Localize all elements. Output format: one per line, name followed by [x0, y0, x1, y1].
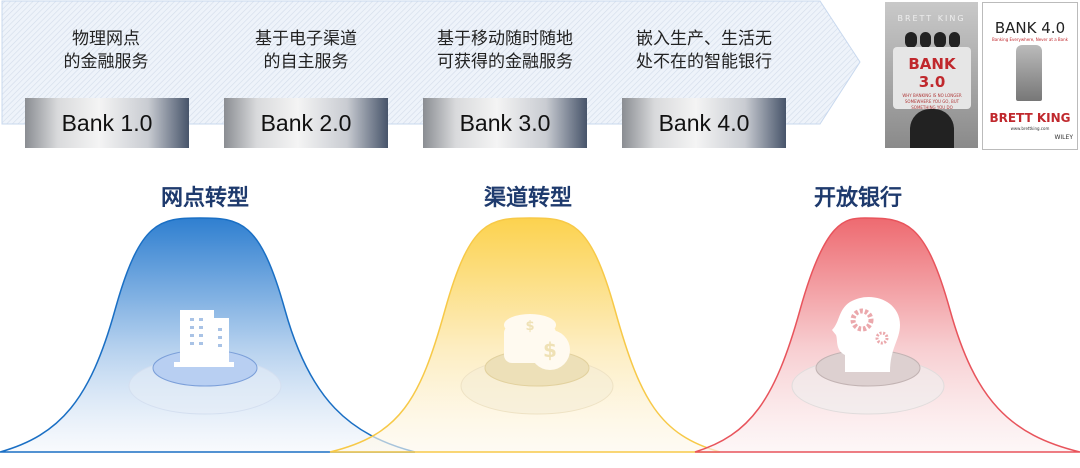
bank-4-label: Bank 4.0 — [622, 98, 786, 148]
svg-text:$: $ — [525, 319, 534, 334]
transformation-title-branch: 网点转型 — [160, 186, 249, 211]
stage-2-description: 基于电子渠道的自主服务 — [255, 29, 357, 72]
bell-curves: $$ — [0, 217, 1080, 453]
transformation-title-channel: 渠道转型 — [483, 186, 572, 211]
book-bank-4-cover: BANK 4.0 Banking Everywhere, Never at a … — [982, 2, 1078, 150]
stage-4-description: 嵌入生产、生活无处不在的智能银行 — [636, 29, 772, 72]
bank-1-label: Bank 1.0 — [25, 98, 189, 148]
book-bank-3-cover: BRETT KING BANK 3.0 WHY BANKING IS NO LO… — [885, 2, 978, 148]
stage-3-description: 基于移动随时随地可获得的金融服务 — [437, 29, 573, 72]
bank-3-label: Bank 3.0 — [423, 98, 587, 148]
svg-text:$: $ — [543, 338, 557, 362]
coins-icon: $$ — [504, 314, 570, 370]
building-icon — [174, 310, 234, 367]
bank-2-label: Bank 2.0 — [224, 98, 388, 148]
stage-1-description: 物理网点的金融服务 — [63, 29, 149, 72]
timeline-arrow-banner — [1, 0, 861, 125]
transformation-title-open-banking: 开放银行 — [813, 186, 902, 211]
head-gears-icon — [832, 296, 900, 372]
